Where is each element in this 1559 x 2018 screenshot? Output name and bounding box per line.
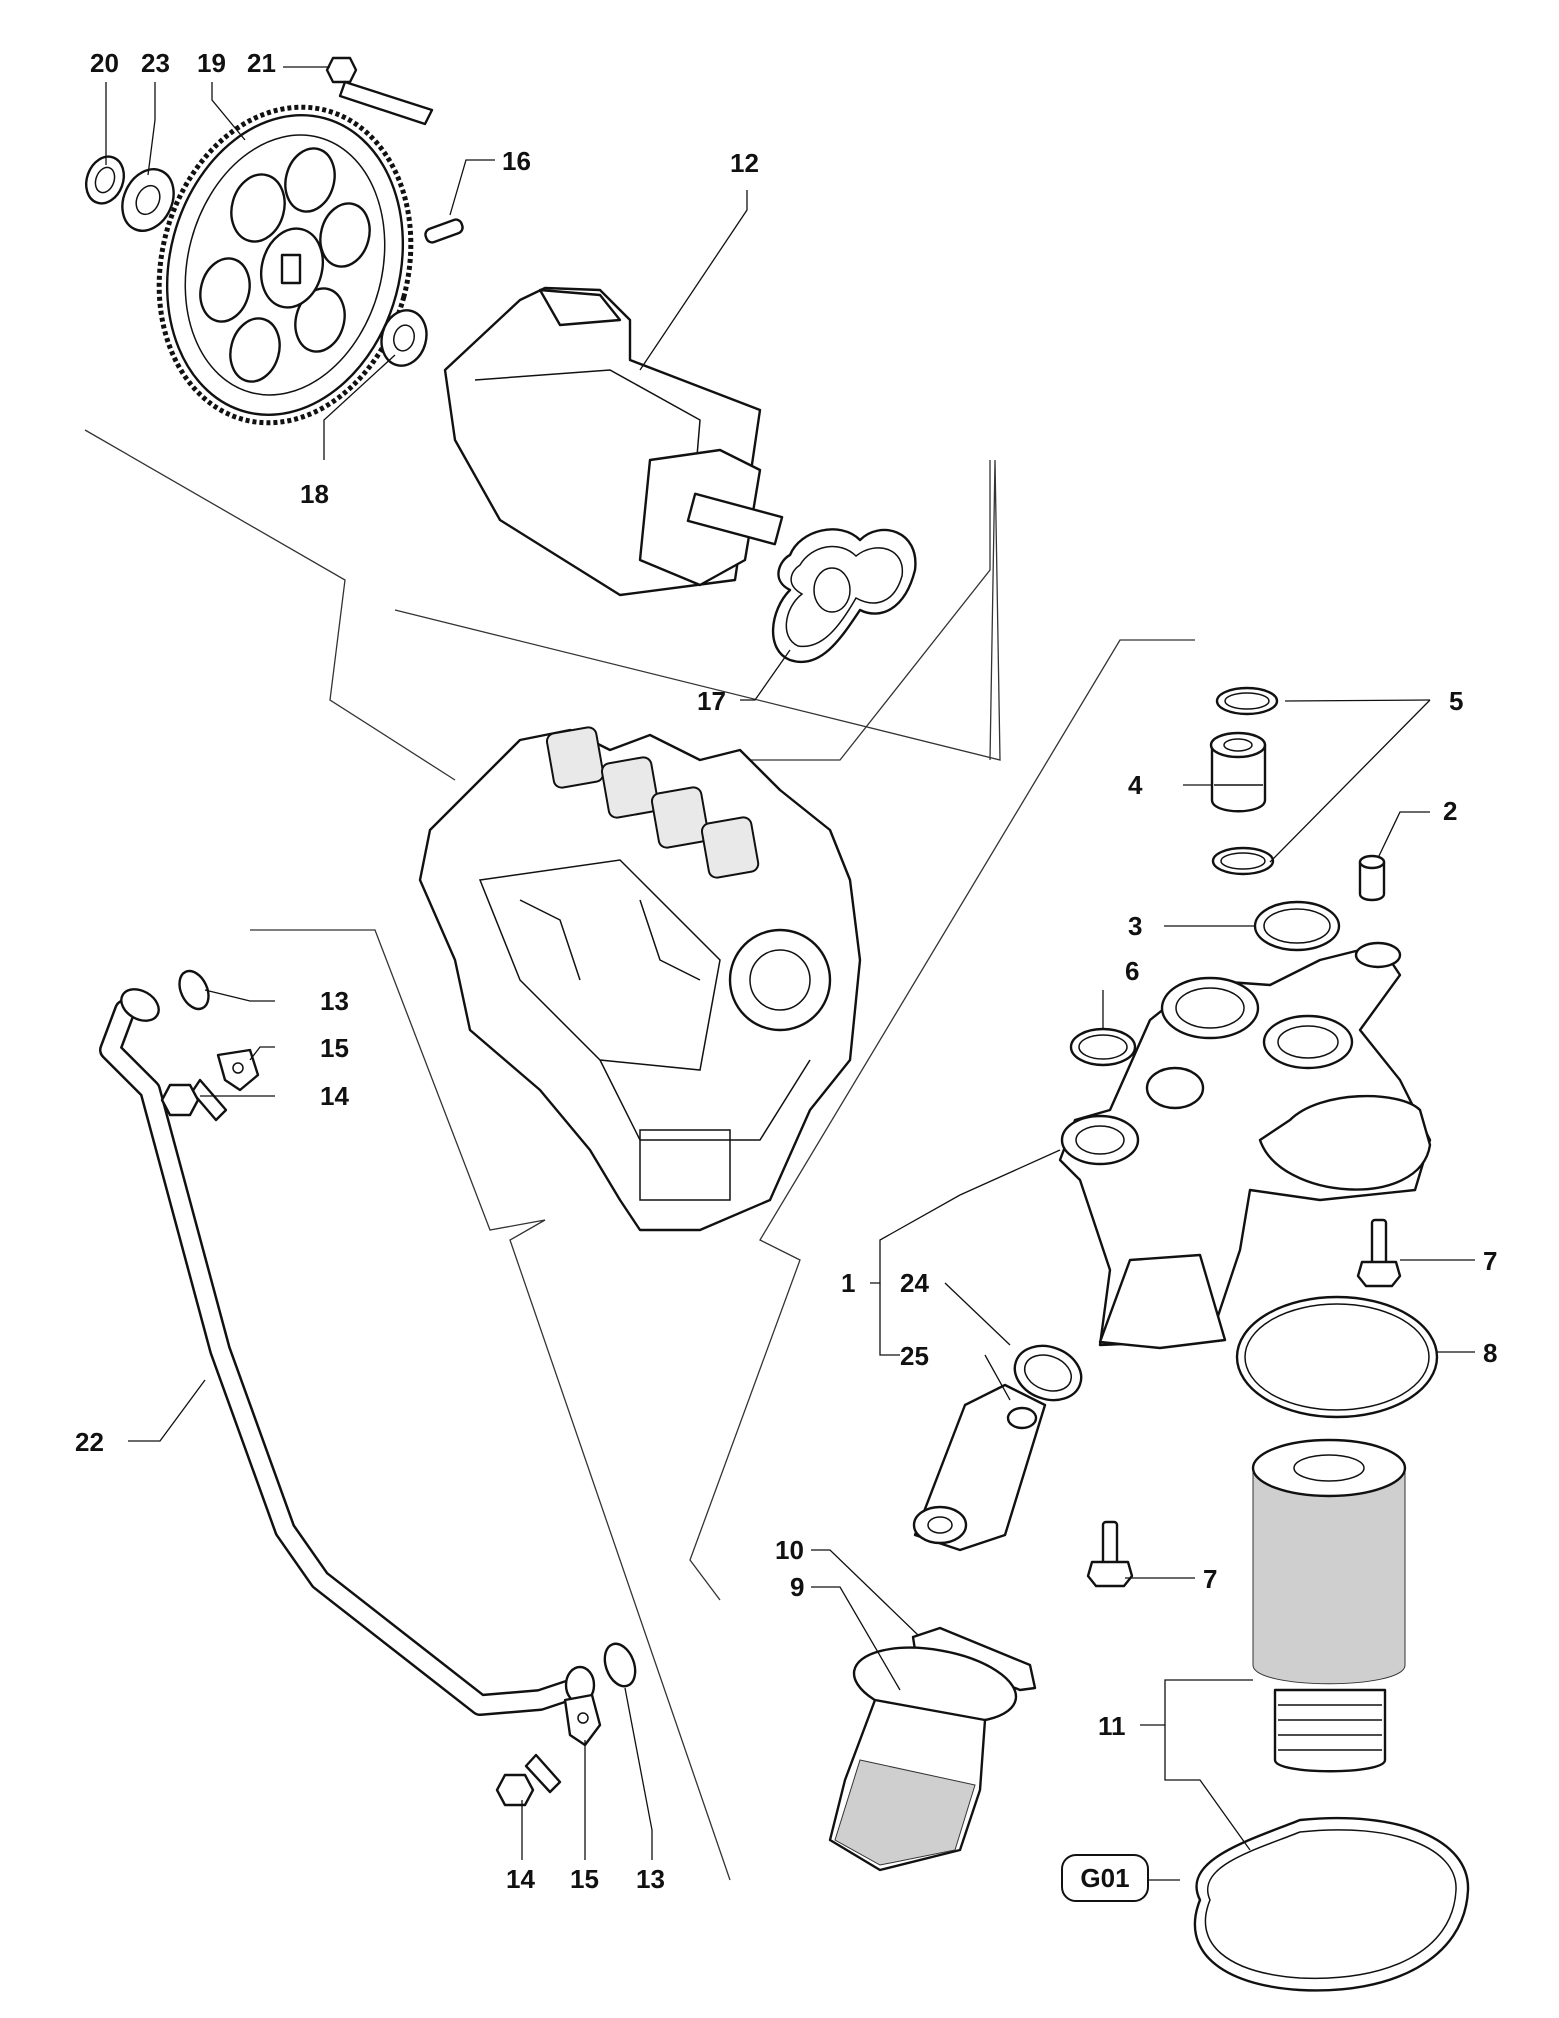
circlip-20	[84, 155, 126, 205]
bolt-14-lower	[495, 1753, 562, 1807]
callout-16: 16	[502, 146, 531, 176]
callout-7-lower: 7	[1203, 1564, 1217, 1594]
callout-5: 5	[1449, 686, 1463, 716]
o-ring-5-top	[1215, 686, 1279, 716]
callout-23: 23	[141, 48, 170, 78]
o-ring-6	[1069, 1027, 1137, 1067]
kit-badge-g01: G01	[1061, 1854, 1149, 1902]
bolt-7-upper	[1356, 1218, 1402, 1288]
washer-23	[121, 168, 175, 232]
bracket-15-upper	[216, 1048, 260, 1092]
o-ring-24	[1013, 1344, 1083, 1402]
valve-25	[912, 1383, 1047, 1552]
callout-labels: 20 23 19 21 16 12 18 17 5 4 2 3 6 13 15 …	[75, 48, 1497, 1894]
callout-11: 11	[1098, 1711, 1126, 1741]
gasket-17	[771, 528, 917, 663]
callout-7-upper: 7	[1483, 1246, 1497, 1276]
oil-filter-11	[1251, 1438, 1407, 1773]
o-ring-8	[1235, 1295, 1439, 1419]
filter-housing-1	[1058, 941, 1432, 1350]
bolt-14-upper	[160, 1078, 228, 1122]
o-ring-13-lower	[603, 1642, 637, 1688]
oil-pipe-22	[99, 988, 596, 1716]
strainer-9	[828, 1646, 1018, 1872]
washer-18	[380, 309, 428, 367]
callout-20: 20	[90, 48, 119, 78]
callout-2: 2	[1443, 796, 1457, 826]
plug-2	[1358, 854, 1386, 902]
bolt-21	[325, 56, 434, 126]
callout-19: 19	[197, 48, 226, 78]
callout-10: 10	[775, 1535, 804, 1565]
callout-25: 25	[900, 1341, 929, 1371]
pin-16	[424, 218, 464, 244]
callout-21: 21	[247, 48, 276, 78]
callout-9: 9	[790, 1572, 804, 1602]
callout-12: 12	[730, 148, 759, 178]
callout-8: 8	[1483, 1338, 1497, 1368]
callout-14-lower: 14	[506, 1864, 535, 1894]
leader-lines	[105, 66, 1475, 1881]
kit-badge-label: G01	[1080, 1863, 1129, 1893]
callout-15-lower: 15	[570, 1864, 599, 1894]
callout-6: 6	[1125, 956, 1139, 986]
bracket-15-lower	[563, 1693, 602, 1747]
callout-14-upper: 14	[320, 1081, 349, 1111]
section-guide-lines	[84, 429, 1195, 1881]
callout-13-lower: 13	[636, 1864, 665, 1894]
bolt-7-lower	[1086, 1520, 1134, 1588]
sleeve-4	[1209, 731, 1267, 813]
o-ring-3	[1253, 900, 1341, 952]
gasket-g01	[1193, 1816, 1470, 1992]
callout-24: 24	[900, 1268, 929, 1298]
callout-15-upper: 15	[320, 1033, 349, 1063]
callout-3: 3	[1128, 911, 1142, 941]
callout-18: 18	[300, 479, 329, 509]
callout-13-upper: 13	[320, 986, 349, 1016]
callout-17: 17	[697, 686, 726, 716]
drive-gear	[156, 104, 414, 426]
callout-4: 4	[1128, 770, 1143, 800]
o-ring-5-bottom	[1211, 846, 1275, 876]
oil-pump-12	[443, 286, 784, 597]
engine-block	[418, 726, 862, 1232]
callout-22: 22	[75, 1427, 104, 1457]
callout-1: 1	[841, 1268, 855, 1298]
o-ring-13-upper	[178, 969, 210, 1011]
